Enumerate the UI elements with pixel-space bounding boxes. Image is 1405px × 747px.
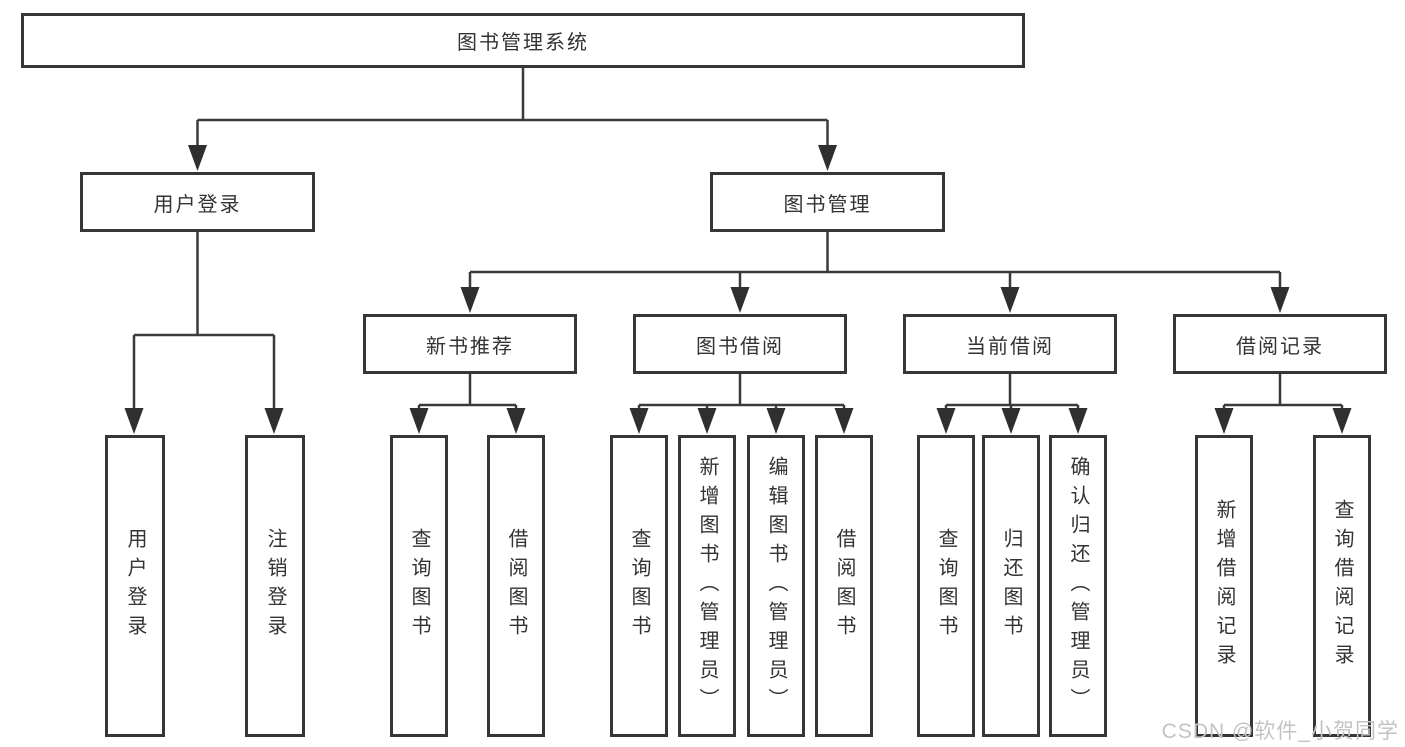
arrowhead bbox=[188, 145, 207, 171]
leaf-add-books-admin: 新增图书（管理员） bbox=[678, 435, 736, 737]
arrowhead bbox=[697, 408, 717, 434]
connector-borrowrecords-to-leaves bbox=[1222, 374, 1344, 415]
leaf-query-books-1: 查询图书 bbox=[390, 435, 448, 737]
connector-userlogin-to-leaves bbox=[132, 232, 276, 415]
arrowhead bbox=[264, 408, 284, 434]
node-user-login: 用户登录 bbox=[80, 172, 315, 232]
arrowhead bbox=[506, 408, 526, 434]
arrowhead bbox=[1068, 408, 1088, 434]
arrowhead bbox=[818, 145, 837, 171]
arrowheads-userlogin-leaves bbox=[124, 408, 284, 434]
node-current-borrow: 当前借阅 bbox=[903, 314, 1117, 374]
leaf-label: 确认归还（管理员） bbox=[1067, 455, 1089, 717]
leaf-label: 查询图书 bbox=[408, 528, 430, 644]
arrowhead bbox=[1332, 408, 1352, 434]
arrowhead bbox=[1214, 408, 1234, 434]
leaf-label: 查询图书 bbox=[628, 528, 650, 644]
node-borrow-records: 借阅记录 bbox=[1173, 314, 1387, 374]
arrowhead bbox=[834, 408, 854, 434]
leaf-label: 查询图书 bbox=[935, 528, 957, 644]
leaf-label: 借阅图书 bbox=[833, 528, 855, 644]
arrowheads-level3 bbox=[460, 287, 1290, 313]
arrowhead bbox=[1270, 287, 1290, 313]
leaf-query-books-2: 查询图书 bbox=[610, 435, 668, 737]
leaf-query-borrow-record: 查询借阅记录 bbox=[1313, 435, 1371, 737]
node-book-borrow: 图书借阅 bbox=[633, 314, 847, 374]
arrowheads-newbooks-leaves bbox=[409, 408, 526, 434]
node-book-mgmt: 图书管理 bbox=[710, 172, 945, 232]
leaf-borrow-books-1: 借阅图书 bbox=[487, 435, 545, 737]
leaf-label: 借阅图书 bbox=[505, 528, 527, 644]
connector-newbooks-to-leaves bbox=[417, 374, 518, 415]
connector-bookborrow-to-leaves bbox=[637, 374, 846, 415]
leaf-borrow-books-2: 借阅图书 bbox=[815, 435, 873, 737]
leaf-label: 新增借阅记录 bbox=[1213, 499, 1235, 673]
leaf-query-books-3: 查询图书 bbox=[917, 435, 975, 737]
connector-currentborrow-to-leaves bbox=[944, 374, 1080, 415]
arrowhead bbox=[1000, 287, 1020, 313]
arrowheads-borrowrecords-leaves bbox=[1214, 408, 1352, 434]
csdn-watermark: CSDN @软件_小贺同学 bbox=[1161, 720, 1399, 743]
arrowheads-level2 bbox=[188, 145, 837, 171]
node-new-books: 新书推荐 bbox=[363, 314, 577, 374]
arrowhead bbox=[409, 408, 429, 434]
leaf-logout: 注销登录 bbox=[245, 435, 305, 737]
leaf-label: 查询借阅记录 bbox=[1331, 499, 1353, 673]
connector-bookmgmt-to-level3 bbox=[468, 232, 1282, 295]
leaf-return-books: 归还图书 bbox=[982, 435, 1040, 737]
leaf-edit-books-admin: 编辑图书（管理员） bbox=[747, 435, 805, 737]
arrowhead bbox=[766, 408, 786, 434]
arrowhead bbox=[1001, 408, 1021, 434]
arrowhead bbox=[936, 408, 956, 434]
connector-root-to-level2 bbox=[196, 68, 829, 152]
arrowhead bbox=[124, 408, 144, 434]
leaf-label: 新增图书（管理员） bbox=[696, 455, 718, 717]
leaf-confirm-return-admin: 确认归还（管理员） bbox=[1049, 435, 1107, 737]
leaf-label: 编辑图书（管理员） bbox=[765, 455, 787, 717]
leaf-label: 归还图书 bbox=[1000, 528, 1022, 644]
arrowheads-bookborrow-leaves bbox=[629, 408, 854, 434]
leaf-add-borrow-record: 新增借阅记录 bbox=[1195, 435, 1253, 737]
arrowhead bbox=[629, 408, 649, 434]
leaf-label: 用户登录 bbox=[124, 528, 146, 644]
leaf-label: 注销登录 bbox=[264, 528, 286, 644]
leaf-user-login: 用户登录 bbox=[105, 435, 165, 737]
arrowhead bbox=[730, 287, 750, 313]
arrowheads-currentborrow-leaves bbox=[936, 408, 1088, 434]
arrowhead bbox=[460, 287, 480, 313]
node-root: 图书管理系统 bbox=[21, 13, 1025, 68]
